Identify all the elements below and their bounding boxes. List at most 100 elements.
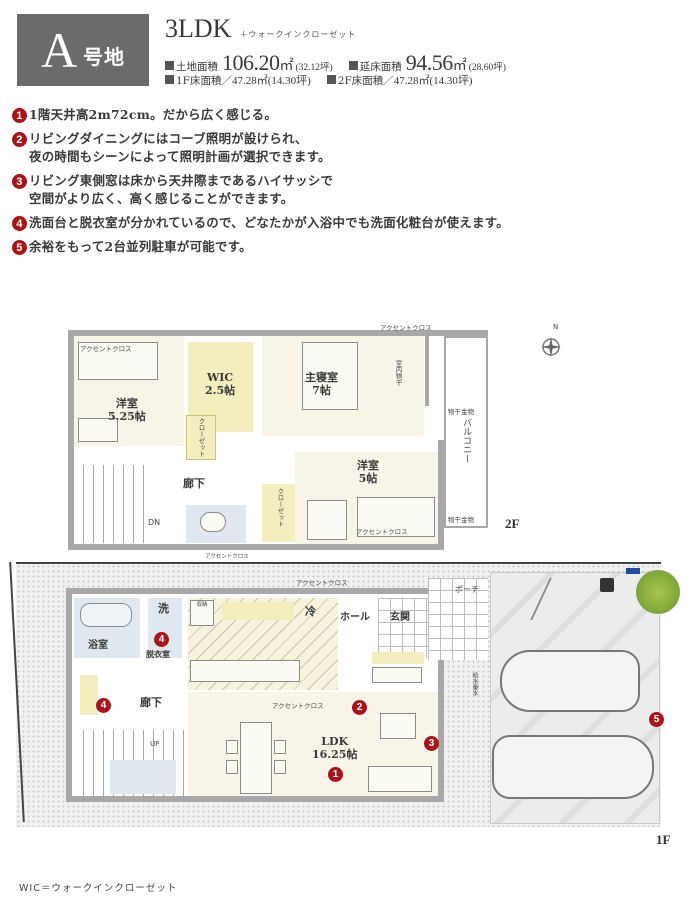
marker-2: 2 <box>352 700 367 715</box>
wall <box>68 544 444 550</box>
lot-badge: A 号地 <box>17 14 149 86</box>
accent-cloth-note: アクセントクロス <box>205 554 249 560</box>
feature-item: 4 洗面台と脱衣室が分かれているので、どなたかが入浴中でも洗面化粧台が使えます。 <box>12 214 692 232</box>
balcony <box>444 336 488 528</box>
feature-list: 1 1階天井高2m72cm。だから広く感じる。 2 リビングダイニングにはコーブ… <box>12 106 692 262</box>
number-badge: 5 <box>12 240 27 255</box>
dining-table <box>240 722 272 794</box>
accent-cloth-note: アクセントクロス <box>356 528 408 536</box>
cupboard <box>222 602 294 620</box>
stairs-down-label: DN <box>148 518 161 527</box>
wall <box>425 336 429 406</box>
square-bullet-icon <box>348 61 358 70</box>
toilet-room <box>110 760 176 794</box>
accent-cloth-note: アクセントクロス <box>272 702 324 710</box>
feature-item: 1 1階天井高2m72cm。だから広く感じる。 <box>12 106 692 124</box>
mailbox-icon <box>626 568 640 574</box>
floor-tag-1f: 1F <box>656 832 671 847</box>
land-area: 土地面積 106.20 ㎡ (32.12坪) <box>165 50 333 76</box>
marker-5: 5 <box>649 712 664 727</box>
shoe-storage <box>80 675 98 715</box>
car-icon <box>500 650 640 712</box>
feature-item: 5 余裕をもって2台並列駐車が可能です。 <box>12 238 692 256</box>
chair <box>274 740 286 754</box>
stairs <box>74 465 144 543</box>
number-badge: 2 <box>12 132 27 147</box>
floor1-area: 1F床面積／ 47.28㎡ (14.30坪) <box>165 72 311 88</box>
lot-letter: A <box>40 22 78 78</box>
area-row-floors: 1F床面積／ 47.28㎡ (14.30坪) 2F床面積／ 47.28㎡ (14… <box>165 72 489 88</box>
room-label: ホール <box>340 612 370 623</box>
fridge-label: 冷 <box>305 605 316 618</box>
toilet-icon <box>200 512 226 532</box>
accent-cloth-note: アクセントクロス <box>80 345 132 353</box>
accent-cloth-note: アクセントクロス <box>380 324 432 332</box>
footnote: WIC＝ウォークインクローゼット <box>19 883 178 894</box>
trash-bin-icon <box>600 578 614 592</box>
number-badge: 3 <box>12 174 27 189</box>
chair <box>274 760 286 774</box>
desk-icon <box>307 500 347 540</box>
layout-extra: ＋ウォークインクローゼット <box>239 30 357 39</box>
bathtub-icon <box>80 603 132 627</box>
room-dressing <box>148 598 182 658</box>
feature-item: 2 リビングダイニングにはコーブ照明が設けられ、夜の時間もシーンによって照明計画… <box>12 130 692 166</box>
closet <box>262 484 295 542</box>
area-row-main: 土地面積 106.20 ㎡ (32.12坪) 延床面積 94.56 ㎡ (28.… <box>165 50 522 76</box>
car-icon <box>492 735 654 799</box>
hanger-note: 物干金物 <box>448 516 474 524</box>
square-bullet-icon <box>165 61 174 70</box>
marker-3: 3 <box>424 736 439 751</box>
bed-icon <box>357 497 435 537</box>
stairs-up-label: UP <box>150 740 160 748</box>
chair <box>226 760 238 774</box>
pantry-storage: 収納 <box>190 600 214 626</box>
wall <box>68 330 488 336</box>
feature-item: 3 リビング東側窓は床から天井際まであるハイサッシで空間がより広く、高く感じるこ… <box>12 172 692 208</box>
indoor-drying-note: 室内物干 <box>394 360 402 386</box>
bed-icon <box>78 342 158 380</box>
porch <box>428 578 488 660</box>
tree-icon <box>636 570 680 614</box>
north-label: N <box>553 323 559 331</box>
square-bullet-icon <box>326 75 336 84</box>
room-genkan <box>378 598 430 658</box>
layout-type: 3LDK <box>165 14 232 43</box>
hanger-note: 物干金物 <box>448 408 474 416</box>
wall <box>438 440 444 550</box>
square-bullet-icon <box>165 75 174 84</box>
compass-icon <box>538 332 564 358</box>
porch-label: ポーチ <box>455 585 479 594</box>
plan-title: 3LDK ＋ウォークインクローゼット <box>165 14 356 44</box>
marker-4: 4 <box>154 632 169 647</box>
shoe-box <box>372 652 424 664</box>
coffee-table <box>380 713 416 739</box>
number-badge: 4 <box>12 216 27 231</box>
wall <box>68 330 74 550</box>
bed-icon <box>302 342 358 410</box>
kitchen-counter <box>190 660 300 682</box>
room-label: 廊下 <box>140 696 162 709</box>
floor2-area: 2F床面積／ 47.28㎡ (14.30坪) <box>326 72 473 88</box>
tv-board <box>372 667 422 683</box>
meter-label: 給水量水 <box>471 672 478 696</box>
total-floor-area: 延床面積 94.56 ㎡ (28.60坪) <box>348 50 506 76</box>
closet <box>186 415 216 460</box>
desk-icon <box>78 418 118 442</box>
lot-suffix: 号地 <box>83 44 126 69</box>
room-entry-hall <box>338 598 374 668</box>
sofa <box>368 766 432 792</box>
number-badge: 1 <box>12 108 27 123</box>
room-label: 浴室 <box>88 640 108 651</box>
floor-tag-2f: 2F <box>505 516 520 531</box>
marker-1: 1 <box>328 767 343 782</box>
marker-4: 4 <box>96 698 111 713</box>
room-label: 脱衣室 <box>146 649 170 659</box>
